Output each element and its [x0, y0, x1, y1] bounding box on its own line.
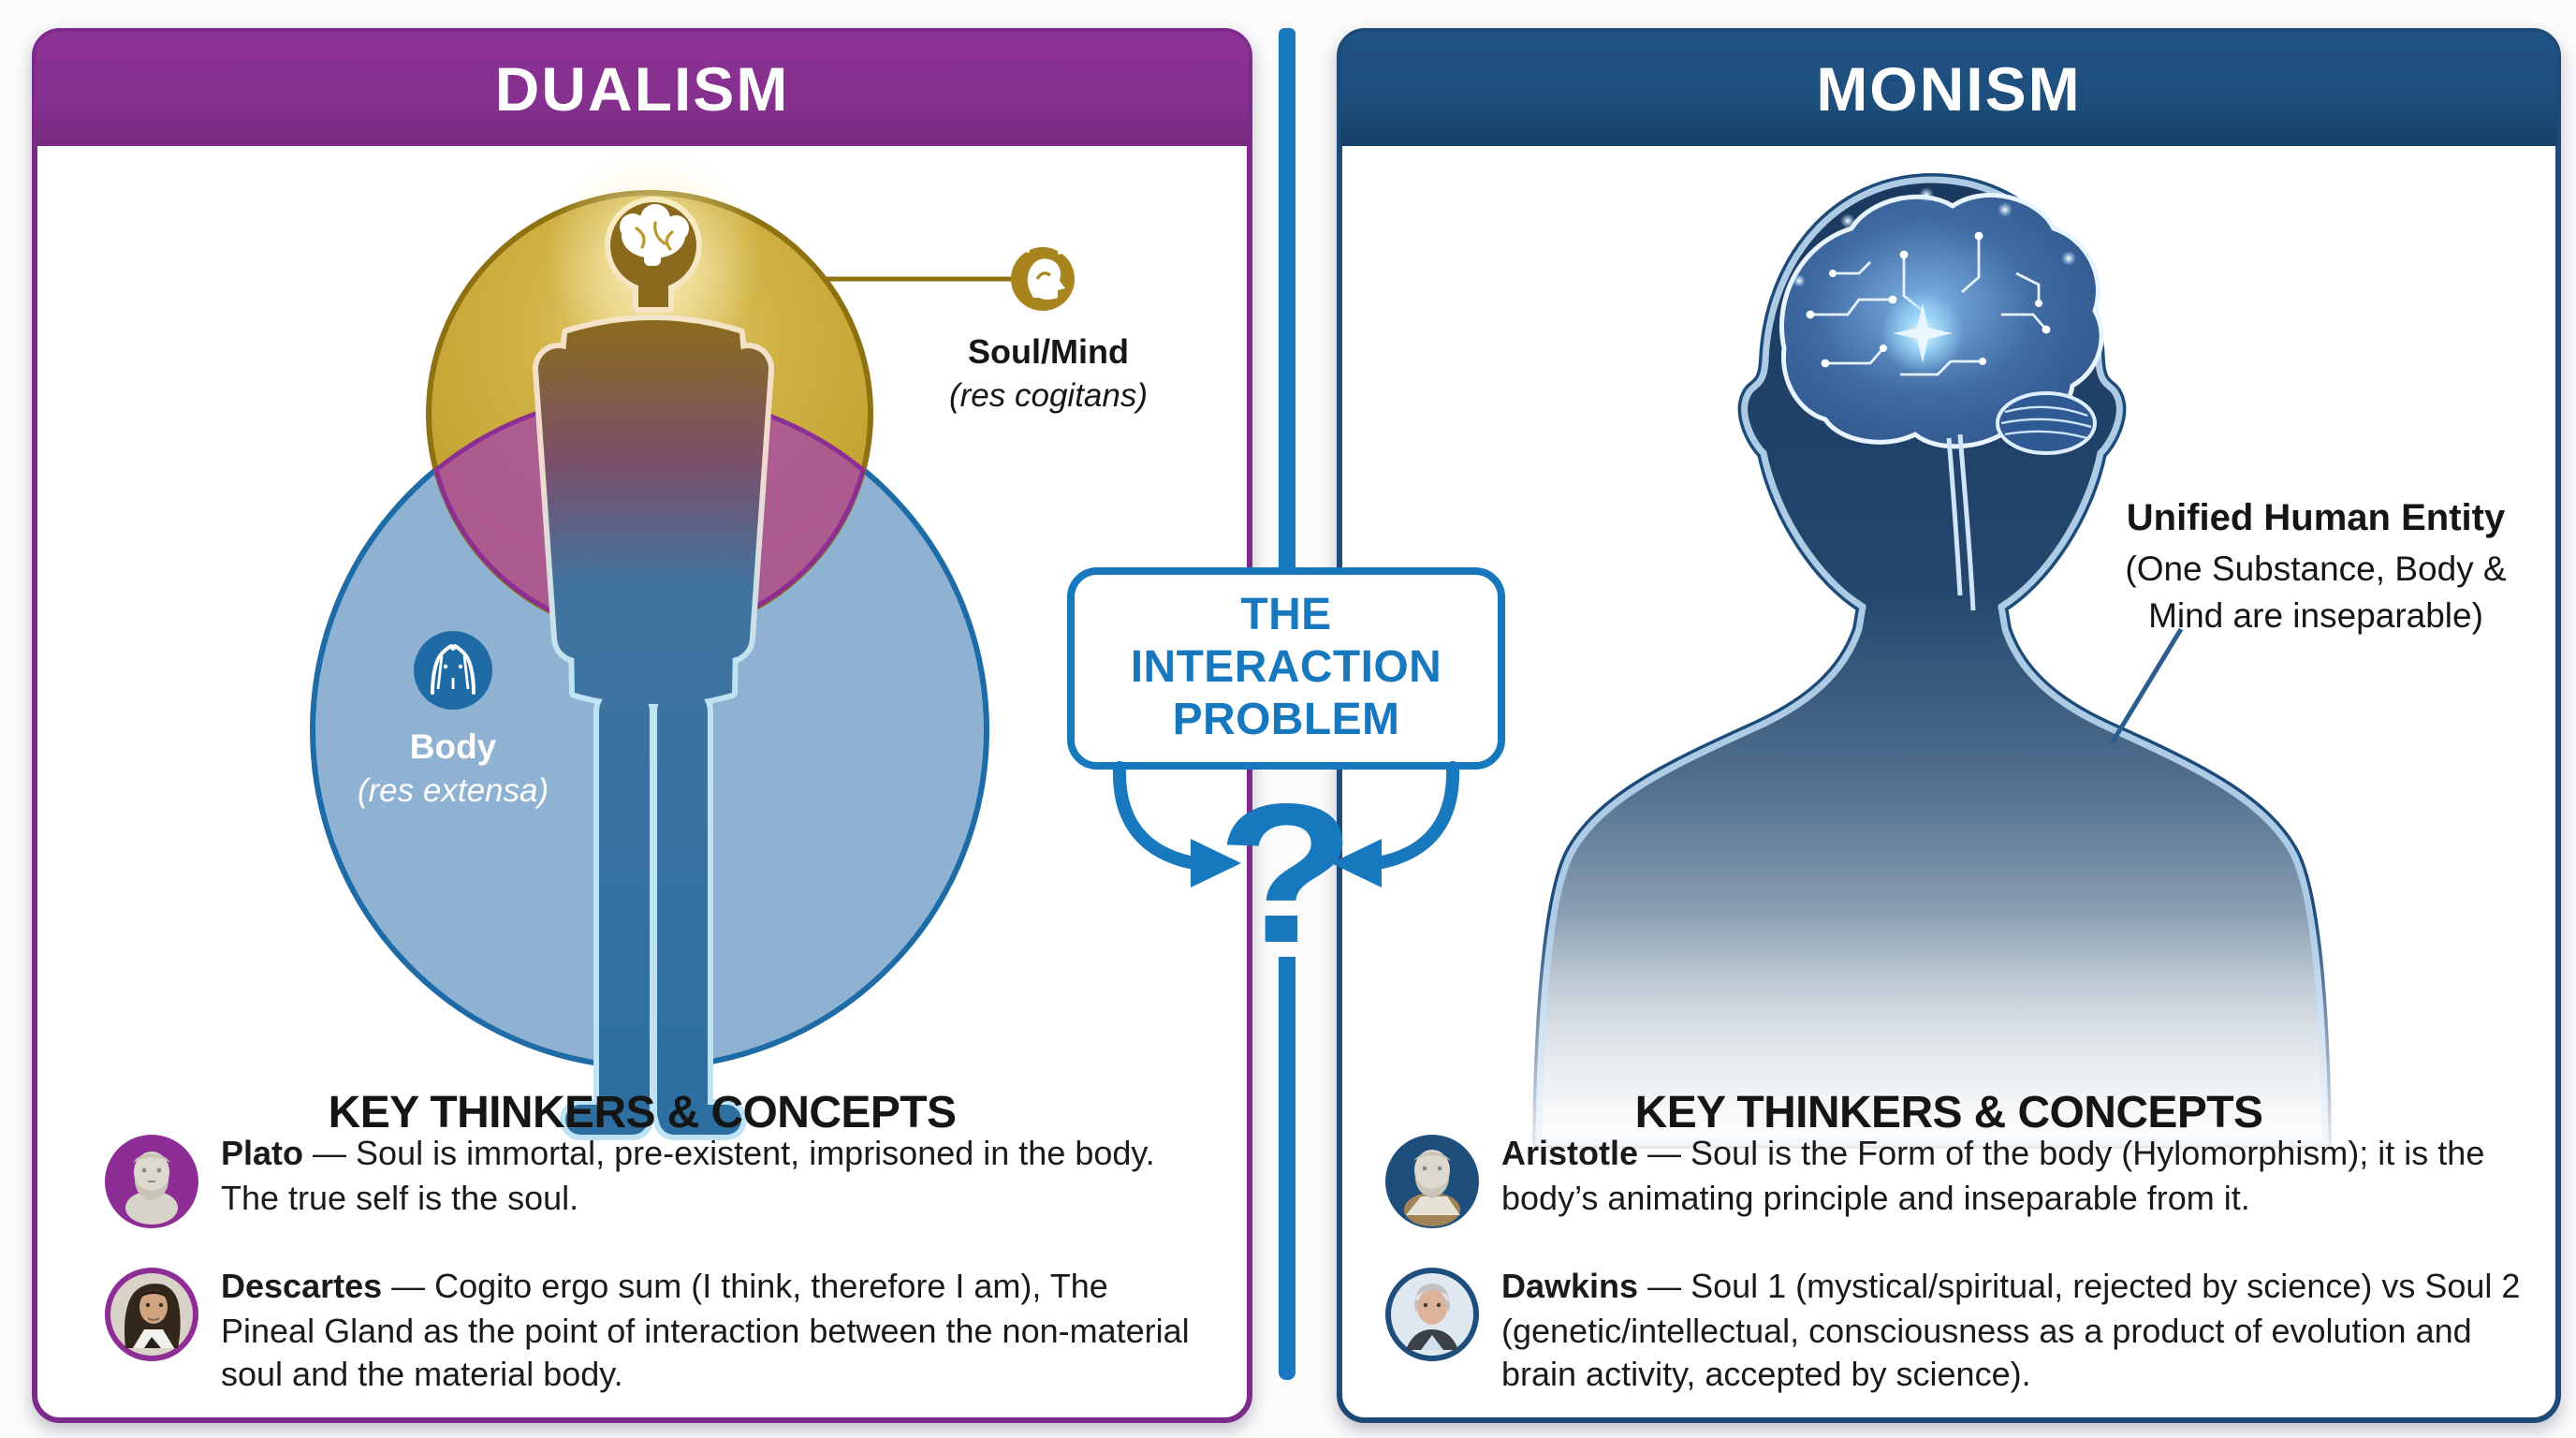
- descartes-avatar: [105, 1268, 198, 1361]
- body-label: Body: [410, 727, 497, 766]
- plato-avatar: [105, 1135, 198, 1228]
- aristotle-text: Aristotle — Soul is the Form of the body…: [1501, 1135, 2485, 1216]
- monism-title: MONISM: [1816, 53, 2082, 123]
- bust-figure: [1535, 176, 2329, 1146]
- interaction-problem-bubble: THE INTERACTION PROBLEM: [1067, 567, 1505, 770]
- entity-title: Unified Human Entity: [2126, 498, 2506, 539]
- left-figure-outline: [532, 197, 775, 1140]
- entity-label: Unified Human Entity (One Substance, Bod…: [2091, 494, 2540, 638]
- soul-mind-label: Soul/Mind: [968, 332, 1129, 371]
- aristotle-row: Aristotle — Soul is the Form of the body…: [1383, 1133, 2525, 1230]
- interaction-line3: PROBLEM: [1172, 695, 1400, 745]
- soul-glow: [545, 150, 762, 367]
- monism-panel: MONISM: [1337, 28, 2561, 1423]
- monism-section-title: KEY THINKERS & CONCEPTS: [1634, 1088, 2263, 1138]
- left-arrow: [1112, 761, 1201, 870]
- brain-icon: [620, 204, 689, 266]
- soul-mind-sublabel: (res cogitans): [949, 377, 1148, 414]
- left-arrowhead: [1191, 839, 1241, 888]
- entity-pointer-line: [2109, 627, 2184, 745]
- interaction-line1: THE: [1240, 590, 1332, 640]
- dawkins-text: Dawkins — Soul 1 (mystical/spiritual, re…: [1501, 1268, 2521, 1393]
- circuit-brain: [1778, 187, 2104, 611]
- soul-circle: [426, 190, 873, 638]
- body-circle: [310, 390, 989, 1070]
- descartes-text: Descartes — Cogito ergo sum (I think, th…: [221, 1268, 1190, 1393]
- dualism-header: DUALISM: [36, 32, 1249, 146]
- body-icon: [414, 631, 492, 710]
- center-divider-top: [1279, 28, 1295, 571]
- soul-mind-icon: [1011, 232, 1075, 311]
- entity-subtitle-2: Mind are inseparable): [2148, 595, 2483, 635]
- aristotle-avatar: [1385, 1135, 1479, 1228]
- dualism-section-title: KEY THINKERS & CONCEPTS: [328, 1088, 957, 1138]
- descartes-row: Descartes — Cogito ergo sum (I think, th…: [103, 1266, 1208, 1398]
- plato-row: Plato — Soul is immortal, pre-existent, …: [103, 1133, 1208, 1230]
- center-divider-bottom: [1279, 957, 1295, 1380]
- interaction-arrows: ?: [1112, 761, 1460, 985]
- bust-outer-line: [1532, 173, 2332, 1149]
- monism-header: MONISM: [1340, 32, 2557, 146]
- dawkins-row: Dawkins — Soul 1 (mystical/spiritual, re…: [1383, 1266, 2525, 1398]
- body-sublabel: (res extensa): [358, 772, 549, 809]
- overlap-lens: [433, 391, 866, 637]
- left-figure: [537, 202, 769, 1135]
- dawkins-avatar: [1385, 1268, 1479, 1361]
- plato-text: Plato — Soul is immortal, pre-existent, …: [221, 1135, 1155, 1216]
- question-mark: ?: [1217, 763, 1356, 985]
- interaction-line2: INTERACTION: [1130, 642, 1442, 693]
- entity-subtitle-1: (One Substance, Body &: [2125, 549, 2507, 588]
- right-arrow: [1371, 761, 1460, 870]
- right-arrowhead: [1331, 839, 1382, 888]
- dualism-title: DUALISM: [494, 53, 790, 123]
